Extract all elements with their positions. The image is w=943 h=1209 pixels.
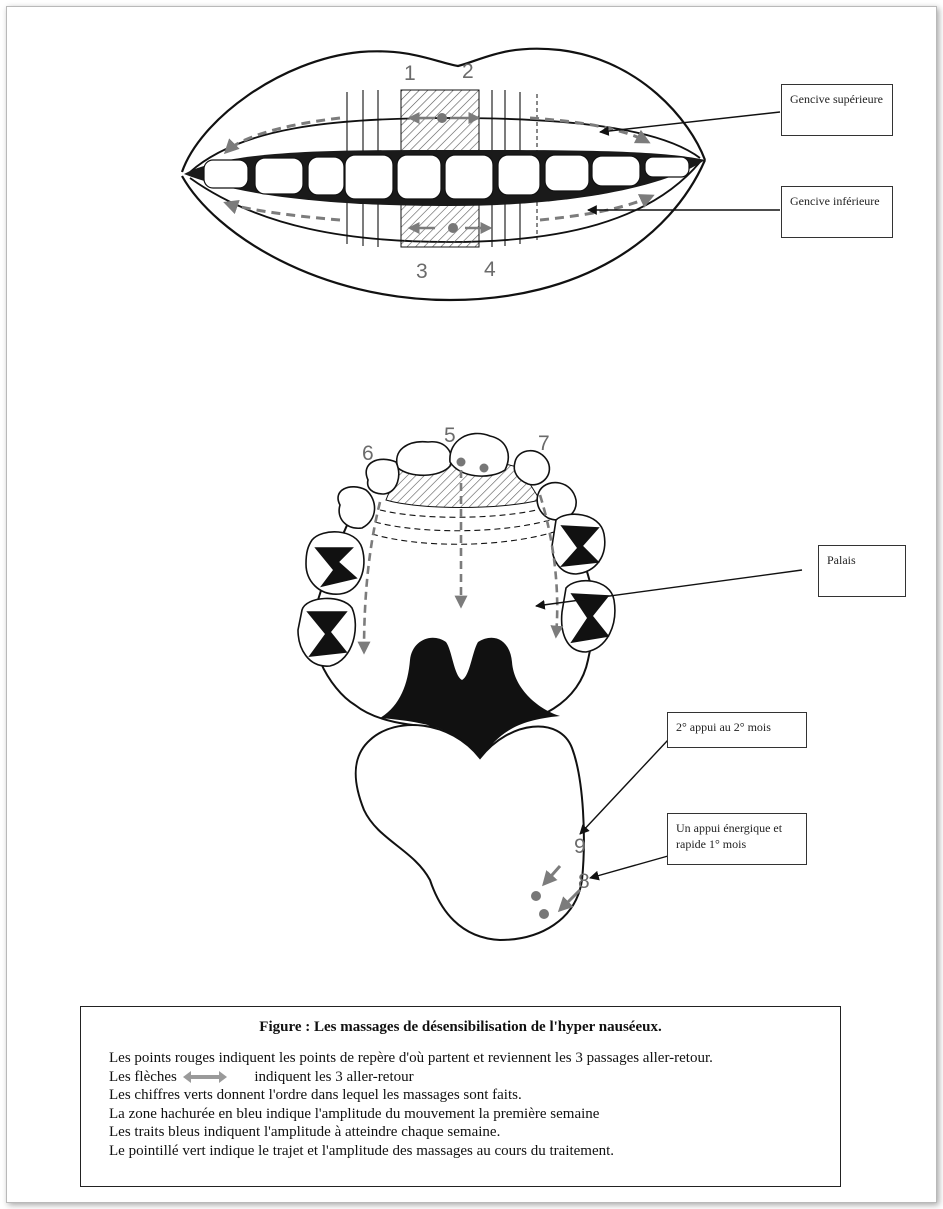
figure-caption: Figure : Les massages de désensibilisati… [80,1006,841,1187]
caption-line-2-before: Les flèches [109,1069,177,1085]
caption-line-6: Le pointillé vert indique le trajet et l… [109,1142,812,1161]
number-3: 3 [416,260,428,283]
callout-second-press-text: 2° appui au 2° mois [676,720,771,734]
callout-lower-gum: Gencive inférieure [781,186,893,238]
number-7: 7 [538,432,550,455]
caption-line-3: Les chiffres verts donnent l'ordre dans … [109,1086,812,1105]
callout-lower-gum-text: Gencive inférieure [790,194,880,208]
number-6: 6 [362,442,374,465]
number-4: 4 [484,258,496,281]
caption-line-2-after: indiquent les 3 aller-retour [254,1069,413,1085]
number-5: 5 [444,424,456,447]
double-arrow-icon [181,1070,229,1084]
palate-drawing: 5 6 7 [298,424,802,760]
number-8: 8 [578,870,590,893]
number-9: 9 [574,835,586,858]
caption-line-4: La zone hachurée en bleu indique l'ampli… [109,1105,812,1124]
tongue-outline [356,725,584,940]
caption-line-5: Les traits bleus indiquent l'amplitude à… [109,1123,812,1142]
callout-first-press: Un appui énergique et rapide 1° mois [667,813,807,865]
callout-palate-text: Palais [827,553,856,567]
mouth-drawing: 1 2 3 4 [182,49,780,300]
callout-upper-gum-text: Gencive supérieure [790,92,883,106]
callout-upper-gum: Gencive supérieure [781,84,893,136]
number-1: 1 [404,62,416,85]
number-2: 2 [462,60,474,83]
callout-palate: Palais [818,545,906,597]
callout-first-press-text: Un appui énergique et rapide 1° mois [676,821,782,851]
tongue-drawing: 9 8 [356,725,668,940]
caption-line-2: Les flèches indiquent les 3 aller-retour [109,1068,812,1087]
caption-line-1: Les points rouges indiquent les points d… [109,1049,812,1068]
lower-hatched-zone [401,202,479,247]
caption-title: Figure : Les massages de désensibilisati… [109,1019,812,1036]
callout-second-press: 2° appui au 2° mois [667,712,807,748]
